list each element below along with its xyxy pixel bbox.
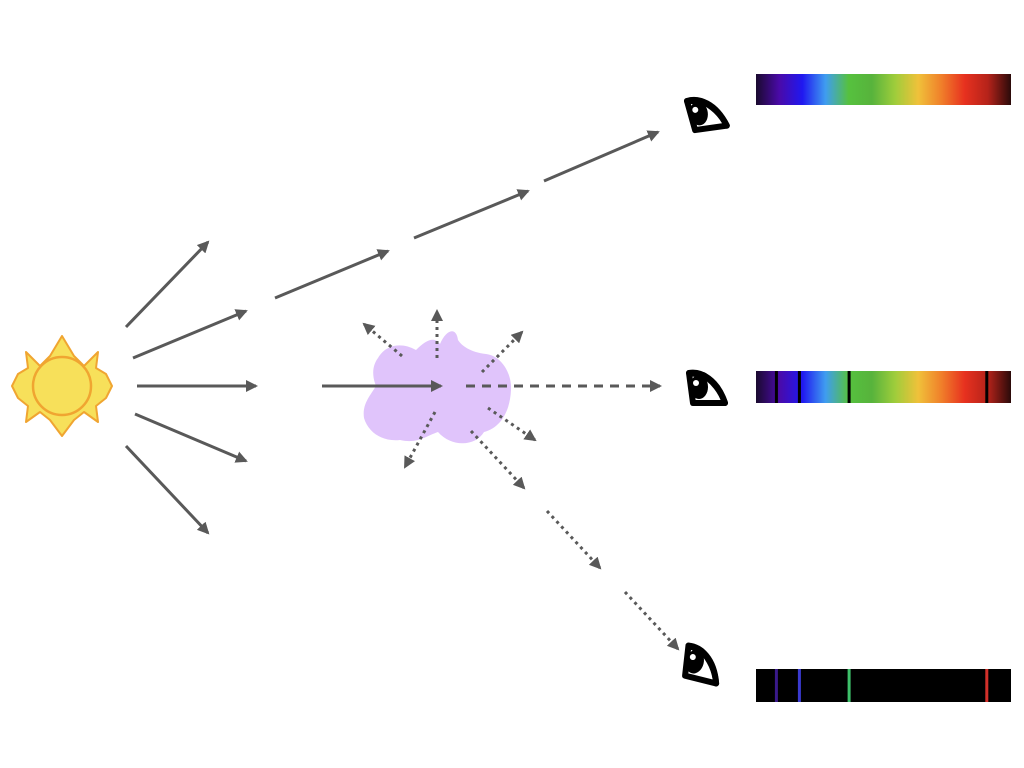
ray-arrow [132,309,248,360]
ray-arrow [124,240,210,329]
direct-beam [274,130,660,300]
scatter-arrow [480,330,524,374]
scatter-arrow [545,509,602,570]
absorption-spectrum [756,371,1011,403]
beam-segment-arrow [543,130,660,183]
scatter-arrow [362,322,403,358]
light-rays [124,240,258,535]
scattered-rays [362,309,680,651]
continuous-spectrum [756,74,1011,105]
ray-arrow [134,412,248,463]
spectral-line [797,669,801,702]
spectral-line [774,371,778,403]
eye-icon [682,642,720,687]
spectral-line [797,371,801,403]
scatter-arrow [623,590,680,651]
eye-icon [686,369,728,406]
spectral-line [847,669,851,702]
sun-icon [11,335,113,437]
scatter-arrow [469,429,526,490]
ray-arrow [124,444,210,535]
beam-segment-arrow [413,189,530,240]
emission-spectrum [756,669,1011,702]
beam-segment-arrow [274,249,390,300]
spectral-line [985,669,989,702]
spectral-line [985,371,989,403]
scatter-arrow [487,406,537,442]
spectral-line [774,669,778,702]
spectral-line [847,371,851,403]
eye-icon [683,97,730,134]
